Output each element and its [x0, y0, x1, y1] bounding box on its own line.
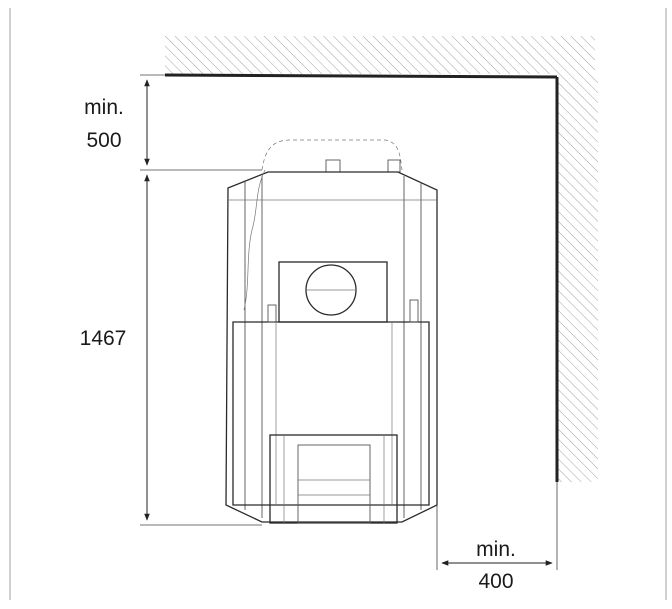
dimension-height: 1467: [80, 174, 262, 526]
side-clearance-prefix: min.: [476, 538, 516, 561]
firebox-door: [269, 434, 398, 524]
dimension-top-clearance: min. 500: [84, 74, 262, 171]
wall-hatching: [165, 36, 598, 482]
height-value: 1467: [80, 327, 127, 350]
stove-body: [225, 139, 438, 524]
top-clearance-value: 500: [86, 129, 121, 152]
top-clearance-prefix: min.: [84, 96, 124, 119]
side-clearance-value: 400: [478, 570, 513, 593]
dimension-side-clearance: min. 400: [436, 482, 558, 593]
drawing-border: [9, 8, 667, 600]
wall-outline: [164, 73, 559, 482]
